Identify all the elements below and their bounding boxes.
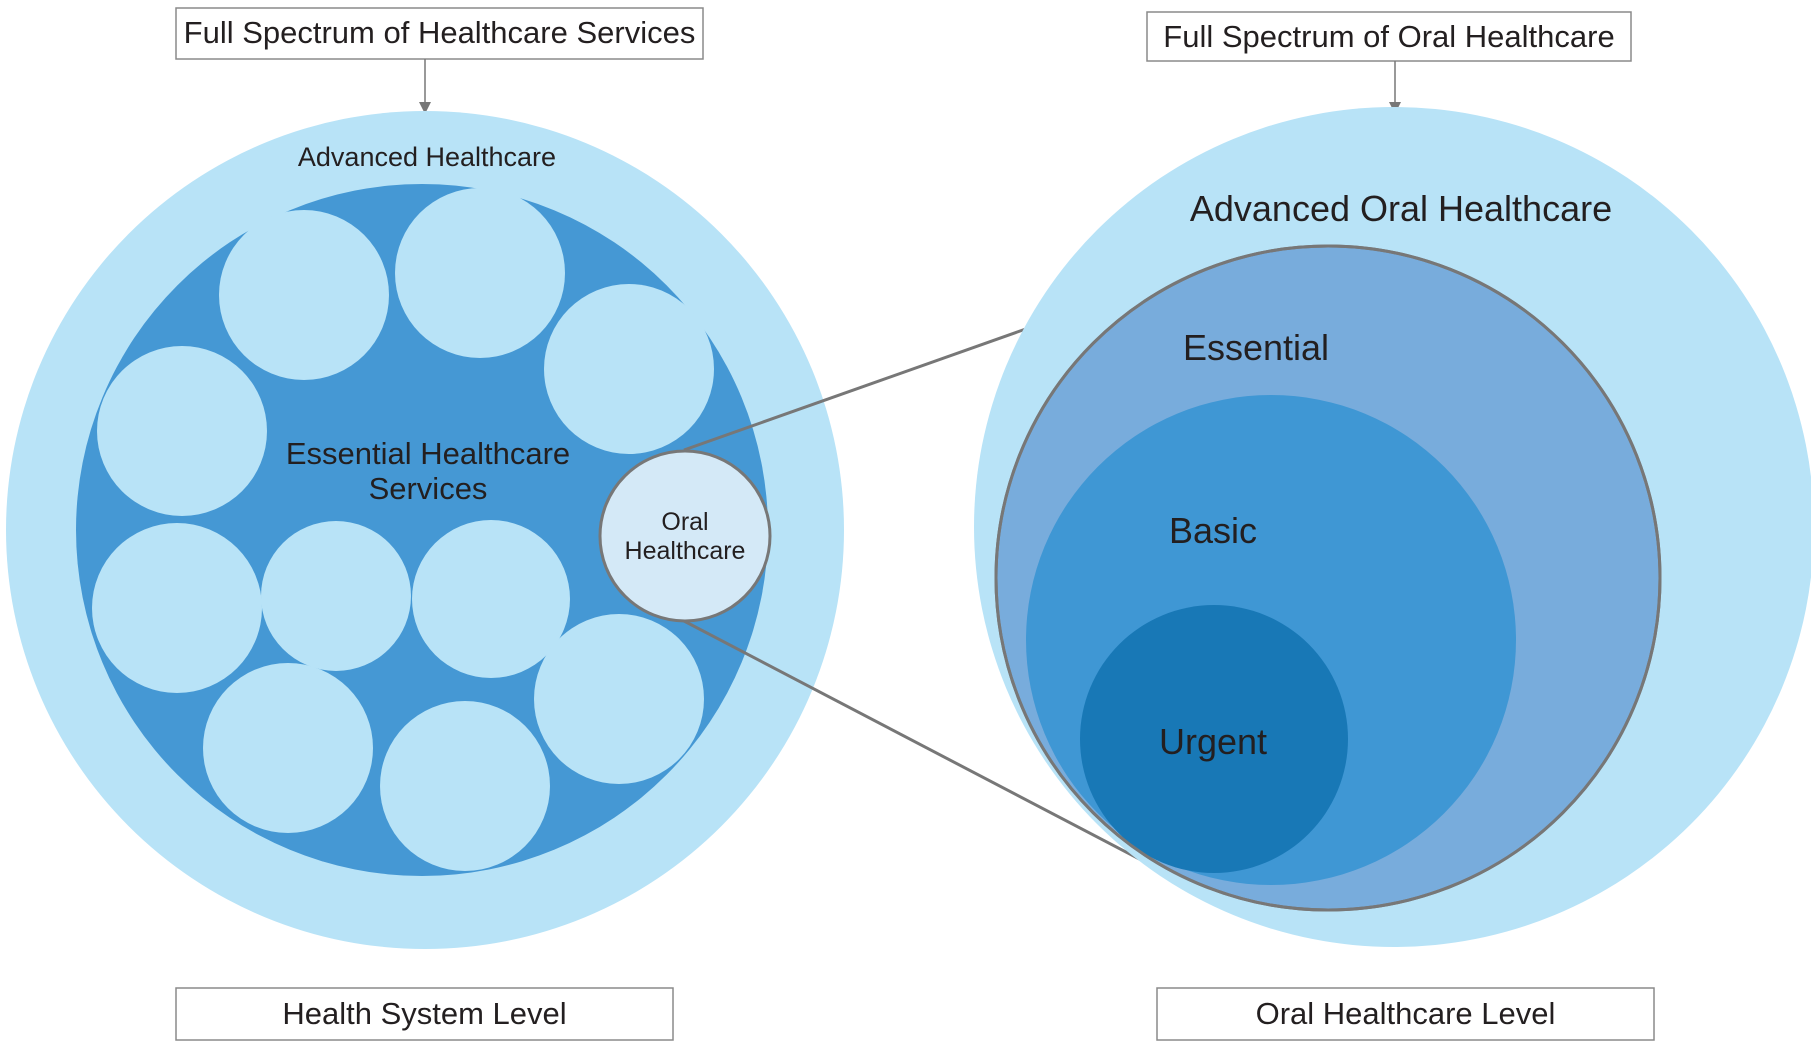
right-top-box-label: Full Spectrum of Oral Healthcare	[1163, 19, 1614, 54]
service-circle	[261, 521, 411, 671]
oral-healthcare-label-line1: Oral	[661, 508, 708, 536]
right-top-box: Full Spectrum of Oral Healthcare	[1146, 11, 1632, 62]
service-circle	[544, 284, 714, 454]
right-bottom-box: Oral Healthcare Level	[1156, 987, 1655, 1041]
left-bottom-box: Health System Level	[175, 987, 674, 1041]
advanced-healthcare-label: Advanced Healthcare	[298, 142, 556, 172]
essential-healthcare-label-line1: Essential Healthcare	[286, 436, 570, 471]
zoom-line-bottom	[683, 619, 1146, 864]
essential-oral-circle-outline	[994, 244, 1662, 912]
left-top-box-label: Full Spectrum of Healthcare Services	[184, 15, 696, 50]
left-top-box: Full Spectrum of Healthcare Services	[175, 7, 704, 60]
service-circle	[219, 210, 389, 380]
service-circle	[97, 346, 267, 516]
service-circle	[203, 663, 373, 833]
service-circle	[534, 614, 704, 784]
service-circle	[395, 188, 565, 358]
essential-healthcare-label-line2: Services	[369, 471, 488, 506]
service-circle	[412, 520, 570, 678]
advanced-oral-healthcare-label: Advanced Oral Healthcare	[1190, 188, 1612, 229]
service-circle	[92, 523, 262, 693]
service-circle	[380, 701, 550, 871]
urgent-oral-circle	[1080, 605, 1348, 873]
right-bottom-box-label: Oral Healthcare Level	[1256, 996, 1556, 1031]
urgent-oral-label: Urgent	[1159, 721, 1267, 762]
oral-healthcare-circle	[598, 449, 772, 623]
service-circles	[92, 188, 714, 871]
essential-oral-label: Essential	[1183, 327, 1329, 368]
basic-oral-label: Basic	[1169, 510, 1257, 551]
oral-healthcare-label-line2: Healthcare	[625, 537, 746, 565]
left-bottom-box-label: Health System Level	[282, 996, 566, 1031]
